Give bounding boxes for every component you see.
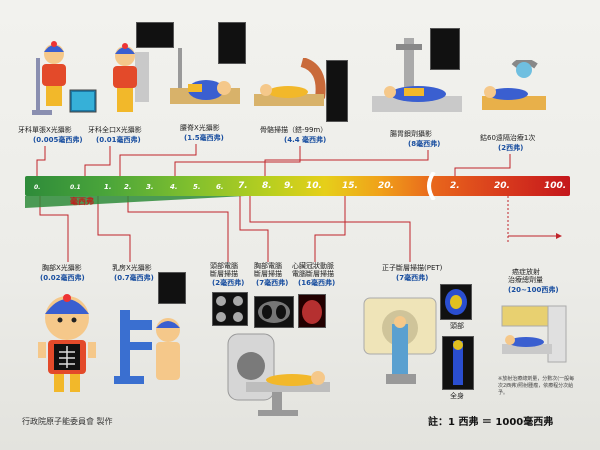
radiotherapy-illustration	[496, 300, 576, 370]
scale-unit-label: 毫西弗	[70, 197, 94, 206]
tick-0-1: 0.1	[70, 184, 81, 191]
dose-gi: (8毫西弗)	[408, 140, 441, 148]
unit-note: 註：1 西弗 ＝ 1000毫西弗	[428, 417, 554, 428]
ct-scanner-illustration	[222, 330, 332, 420]
label-chest-xray: 胸部X光攝影	[42, 264, 82, 272]
bone-scan-image	[326, 60, 348, 122]
gi-xray-image	[430, 28, 460, 70]
dose-dental-full: (0.01毫西弗)	[96, 136, 141, 144]
pet-body-label: 全身	[450, 392, 464, 400]
label-chest-ct-2: 斷層掃描	[254, 270, 282, 278]
scale-break	[427, 172, 436, 200]
tick-2: 2.	[124, 183, 132, 191]
bone-scan-illustration	[252, 58, 332, 118]
pet-head-image	[440, 284, 472, 320]
pet-body-image	[442, 336, 474, 390]
tick-6: 6.	[216, 183, 224, 191]
dose-dental-single: (0.005毫西弗)	[33, 136, 83, 144]
label-gi: 腸胃鋇劑攝影	[390, 130, 432, 138]
chest-xray-illustration	[32, 294, 102, 399]
tick-1: 1.	[104, 183, 112, 191]
tick-15: 15.	[342, 181, 358, 191]
spine-xray-image	[218, 22, 246, 64]
dose-cancer-rt: (20~100西弗)	[508, 286, 559, 294]
dose-cardiac-ct: (16毫西弗)	[298, 279, 336, 287]
dose-pet: (7毫西弗)	[396, 274, 429, 282]
dose-scale-bar	[25, 176, 570, 196]
label-cancer-rt-1: 癌症放射	[512, 268, 540, 276]
pet-scanner-illustration	[362, 294, 440, 389]
tick-8: 8.	[262, 181, 272, 191]
dose-chest-xray: (0.02毫西弗)	[40, 274, 85, 282]
label-cardiac-ct-1: 心臟冠狀動脈	[292, 262, 334, 270]
tick-20-sv: 20.	[494, 181, 510, 191]
tick-0: 0.	[34, 184, 41, 191]
tick-9: 9.	[284, 181, 294, 191]
dose-lumbar: (1.5毫西弗)	[184, 134, 224, 142]
tick-10: 10.	[306, 181, 322, 191]
label-mammo: 乳房X光攝影	[112, 264, 152, 272]
label-cancer-rt-2: 治療總劑量	[508, 276, 543, 284]
tick-4: 4.	[170, 183, 178, 191]
tick-5: 5.	[193, 183, 201, 191]
label-head-ct-2: 斷層掃描	[210, 270, 238, 278]
dose-head-ct: (2毫西弗)	[212, 279, 245, 287]
pet-head-label: 頭部	[450, 322, 464, 330]
radiotherapy-note: ※放射治療總劑量，分數次(一般每次2西弗)照射腫瘤，依療程分次給予。	[498, 376, 575, 396]
dose-bone-scan: (4.4 毫西弗)	[284, 136, 327, 144]
lumbar-xray-illustration	[166, 48, 246, 118]
label-head-ct-1: 頭部電腦	[210, 262, 238, 270]
gi-barium-illustration	[370, 38, 465, 128]
dental-panoramic-illustration	[105, 42, 155, 117]
credit-text: 行政院原子能委員會 製作	[22, 417, 113, 426]
mammography-illustration	[112, 290, 192, 390]
label-dental-single: 牙科單張X光攝影	[18, 126, 72, 134]
tick-20: 20.	[378, 181, 394, 191]
chest-ct-image	[254, 296, 294, 328]
label-bone-scan: 骨骼掃描（鎝-99m）	[260, 126, 328, 134]
dental-xray-illustration	[30, 40, 102, 120]
panoramic-xray-image	[136, 22, 174, 48]
label-cardiac-ct-2: 電腦斷層掃描	[292, 270, 334, 278]
dose-chest-ct: (7毫西弗)	[256, 279, 289, 287]
dose-mammo: (0.7毫西弗)	[114, 274, 154, 282]
tick-3: 3.	[146, 183, 154, 191]
label-lumbar: 腰脊X光攝影	[180, 124, 220, 132]
cardiac-ct-image	[298, 294, 326, 328]
scale-wedge	[25, 196, 245, 208]
label-cobalt: 鈷60遠隔治療1次	[480, 134, 536, 142]
mammogram-image	[158, 272, 186, 304]
label-pet: 正子斷層掃描(PET)	[382, 264, 443, 272]
cobalt-therapy-illustration	[478, 60, 558, 120]
tick-7: 7.	[238, 181, 248, 191]
dose-cobalt: (2西弗)	[498, 144, 524, 152]
tick-2-sv: 2.	[450, 181, 460, 191]
label-dental-full: 牙科全口X光攝影	[88, 126, 142, 134]
head-ct-images	[212, 292, 248, 326]
label-chest-ct-1: 胸部電腦	[254, 262, 282, 270]
tick-100-sv: 100.	[544, 181, 567, 191]
